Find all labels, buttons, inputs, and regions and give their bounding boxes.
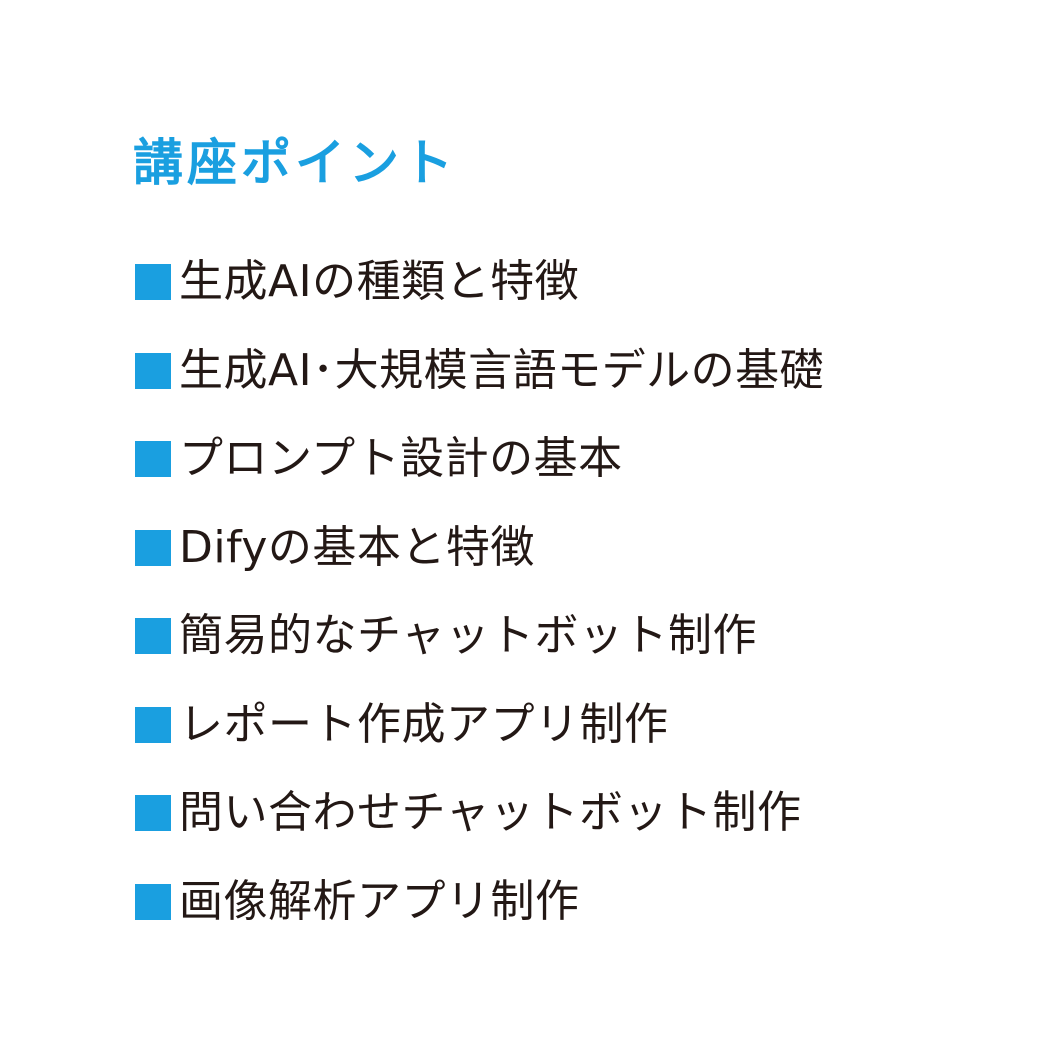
list-item-text: 生成AIの種類と特徴 xyxy=(179,256,580,308)
square-bullet-icon xyxy=(135,706,171,743)
list-item-text: 画像解析アプリ制作 xyxy=(179,875,580,927)
square-bullet-icon xyxy=(135,441,171,478)
list-item: 簡易的なチャットボット制作 xyxy=(135,592,824,681)
list-item: レポート作成アプリ制作 xyxy=(135,681,824,770)
course-point-list: 生成AIの種類と特徴 生成AI･大規模言語モデルの基礎 プロンプト設計の基本 D… xyxy=(135,238,824,946)
list-item-text: 生成AI･大規模言語モデルの基礎 xyxy=(179,344,825,396)
list-item-text: プロンプト設計の基本 xyxy=(179,433,623,485)
square-bullet-icon xyxy=(135,795,171,832)
list-item: 画像解析アプリ制作 xyxy=(135,858,824,947)
list-item-text: Difyの基本と特徴 xyxy=(179,521,535,573)
square-bullet-icon xyxy=(135,529,171,566)
square-bullet-icon xyxy=(135,352,171,389)
list-item-text: 簡易的なチャットボット制作 xyxy=(179,610,758,662)
list-item: Difyの基本と特徴 xyxy=(135,504,824,593)
list-item: 生成AIの種類と特徴 xyxy=(135,238,824,327)
section-heading: 講座ポイント xyxy=(133,134,457,192)
list-item: 生成AI･大規模言語モデルの基礎 xyxy=(135,327,824,416)
square-bullet-icon xyxy=(135,264,171,301)
list-item: プロンプト設計の基本 xyxy=(135,415,824,504)
list-item-text: レポート作成アプリ制作 xyxy=(179,698,669,750)
square-bullet-icon xyxy=(135,618,171,655)
list-item-text: 問い合わせチャットボット制作 xyxy=(179,787,802,839)
square-bullet-icon xyxy=(135,883,171,920)
list-item: 問い合わせチャットボット制作 xyxy=(135,769,824,858)
